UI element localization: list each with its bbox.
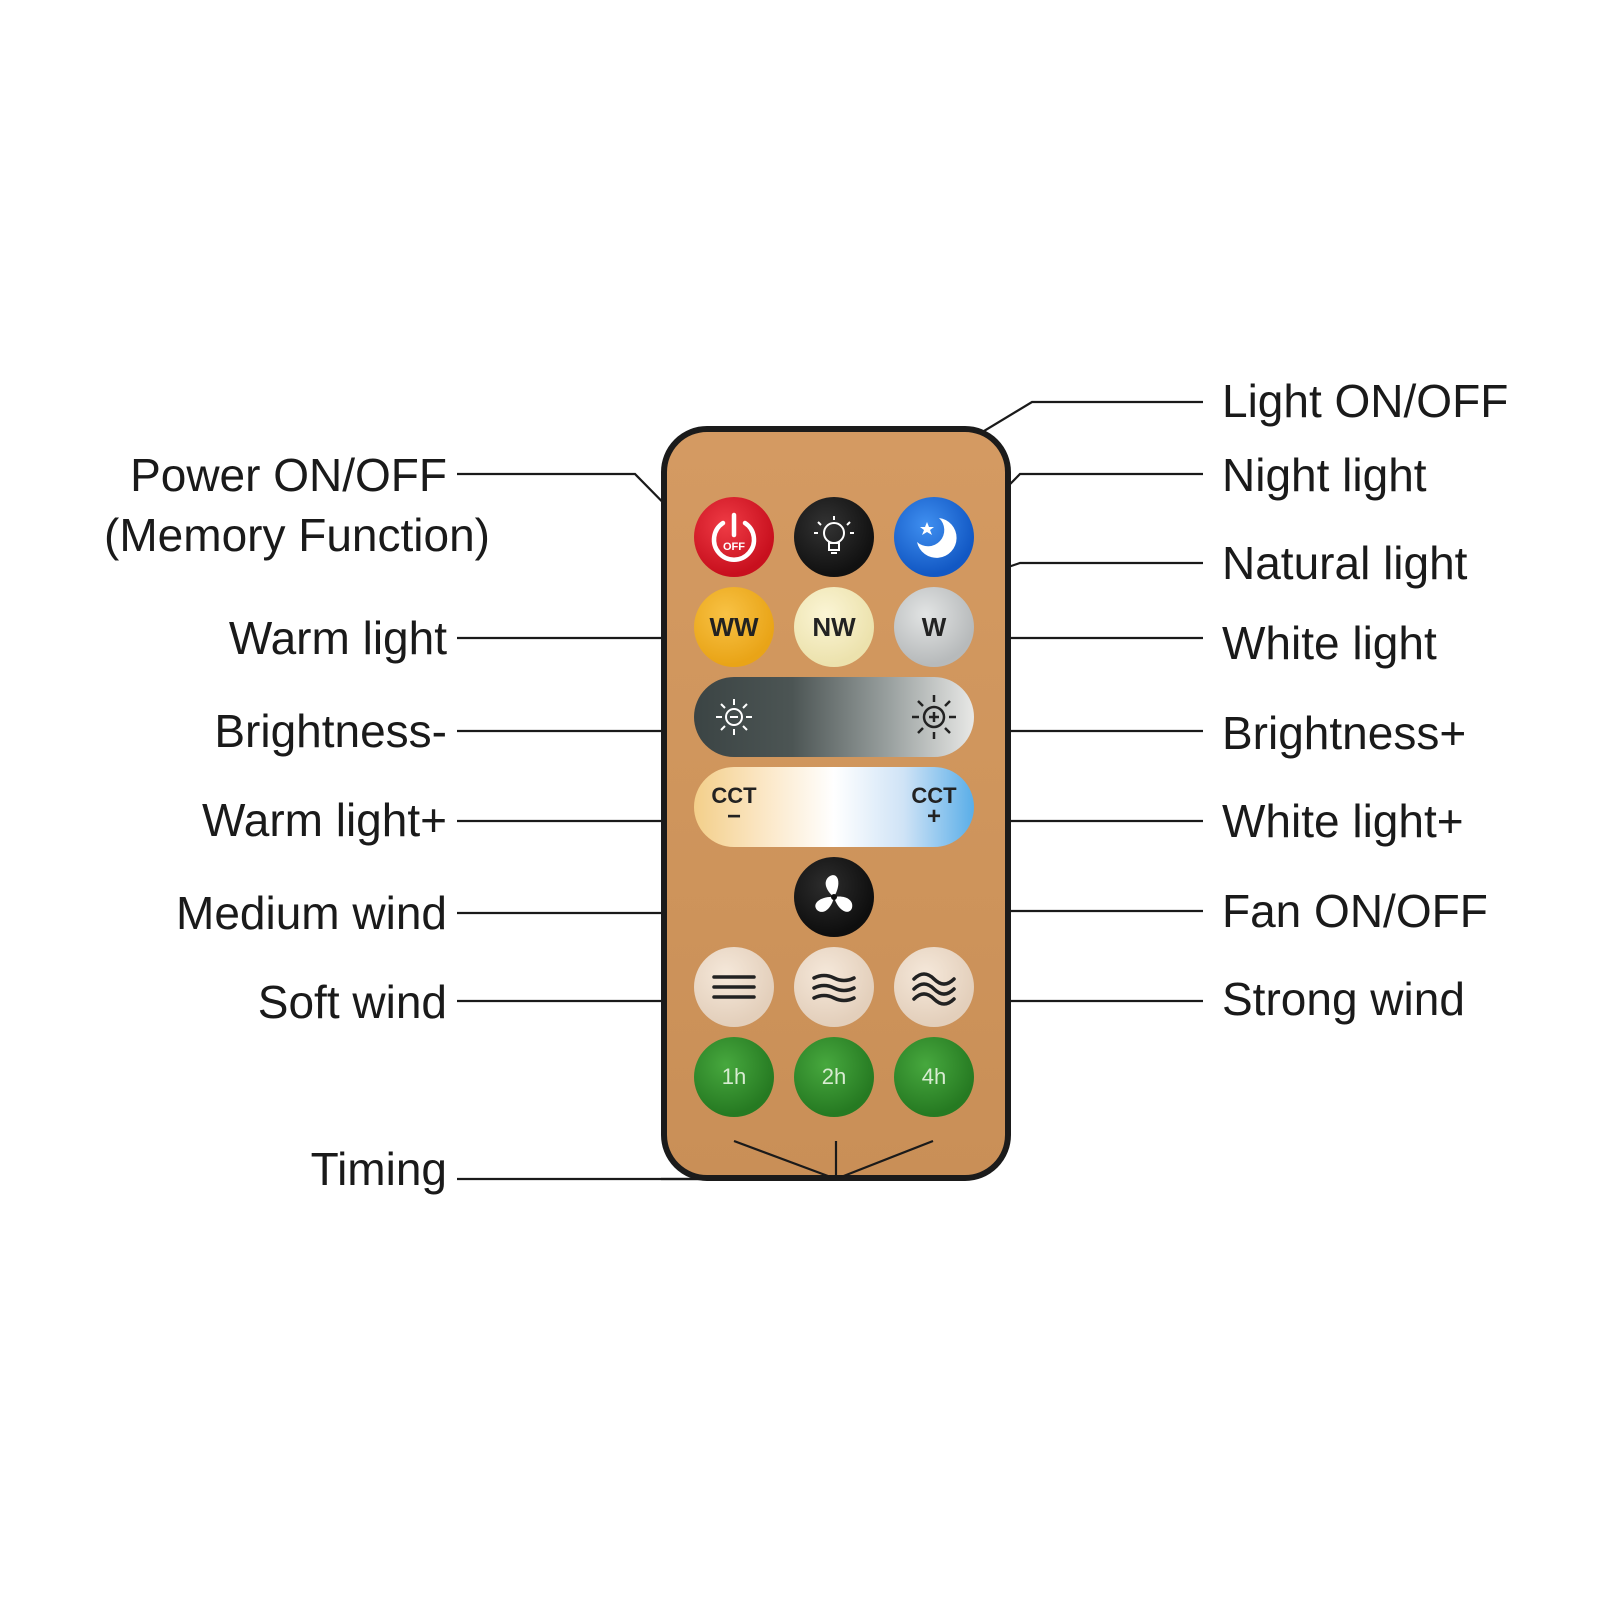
label-light-onoff: Light ON/OFF — [1222, 375, 1509, 427]
power-button[interactable]: OFF — [694, 497, 774, 577]
label-white-light-plus: White light+ — [1222, 795, 1464, 847]
label-natural-light: Natural light — [1222, 537, 1468, 589]
brightness-minus-button[interactable] — [694, 677, 774, 757]
soft-wind-button[interactable] — [694, 947, 774, 1027]
timer-2h-button[interactable]: 2h — [794, 1037, 874, 1117]
fan-onoff-button[interactable] — [794, 857, 874, 937]
cct-plus-button[interactable]: CCT + — [911, 783, 957, 831]
natural-light-button[interactable]: NW — [794, 587, 874, 667]
cct-slider — [694, 767, 974, 847]
label-brightness-plus: Brightness+ — [1222, 707, 1467, 759]
label-white-light: White light — [1222, 617, 1437, 669]
medium-wind-icon — [812, 973, 856, 1003]
label-soft-wind: Soft wind — [257, 976, 447, 1028]
fan-icon — [815, 875, 853, 912]
svg-text:OFF: OFF — [723, 541, 745, 553]
label-warm-light: Warm light — [228, 612, 447, 664]
label-timing: Timing — [310, 1143, 447, 1195]
leader-power — [457, 472, 696, 536]
label-strong-wind: Strong wind — [1222, 973, 1465, 1025]
strong-wind-icon — [912, 972, 956, 1006]
label-power: Power ON/OFF — [130, 449, 447, 501]
strong-wind-button[interactable] — [894, 947, 974, 1027]
moon-icon — [917, 518, 957, 558]
warm-light-button[interactable]: WW — [694, 587, 774, 667]
cct-minus-button[interactable]: CCT − — [711, 783, 757, 831]
sun-bright-icon — [912, 695, 956, 739]
timer-4h-button[interactable]: 4h — [894, 1037, 974, 1117]
label-fan-onoff: Fan ON/OFF — [1222, 885, 1488, 937]
label-brightness-minus: Brightness- — [214, 705, 447, 757]
label-warm-light-plus: Warm light+ — [202, 794, 447, 846]
brightness-plus-button[interactable] — [894, 677, 974, 757]
timer-1h-button[interactable]: 1h — [694, 1037, 774, 1117]
label-medium-wind: Medium wind — [176, 887, 447, 939]
night-light-button[interactable] — [894, 497, 974, 577]
bulb-icon — [814, 516, 854, 554]
sun-dim-icon — [716, 699, 752, 735]
remote-control: OFF WW NW — [661, 426, 1011, 1181]
white-light-button[interactable]: W — [894, 587, 974, 667]
soft-wind-icon — [712, 975, 756, 999]
label-night-light: Night light — [1222, 449, 1427, 501]
brightness-slider — [694, 677, 974, 757]
power-icon: OFF — [711, 512, 757, 562]
light-onoff-button[interactable] — [794, 497, 874, 577]
label-memory-function: (Memory Function) — [104, 509, 490, 561]
medium-wind-button[interactable] — [794, 947, 874, 1027]
